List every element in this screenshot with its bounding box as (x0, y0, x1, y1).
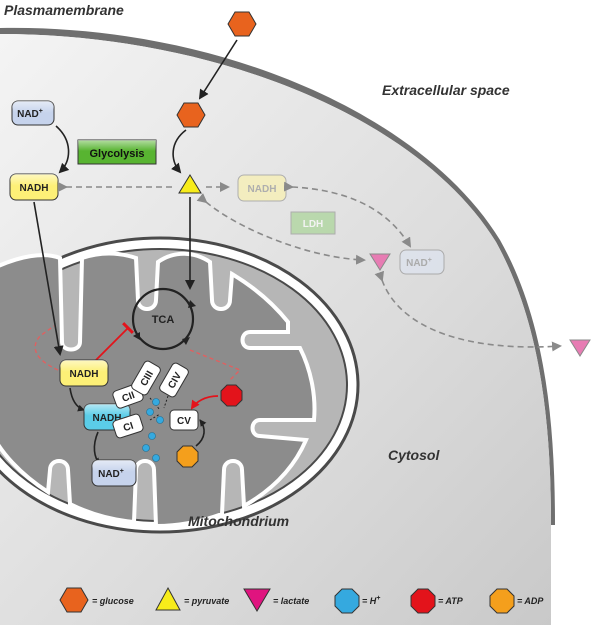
glycolysis-arrow (171, 129, 187, 174)
svg-text:NAD+: NAD+ (98, 468, 124, 480)
complex-cv: CV (169, 409, 199, 431)
legend-atp-icon (410, 588, 436, 614)
complex-civ: CIV (159, 362, 189, 398)
svg-text:LDH: LDH (303, 219, 324, 230)
legend-glucose-label: = glucose (92, 596, 134, 606)
lactate-icon (369, 253, 391, 271)
lactate-export-dashed (374, 270, 562, 352)
tca-cycle: TCA (131, 287, 196, 351)
nad-bottom-box: NAD+ (91, 459, 137, 487)
svg-text:NADH: NADH (20, 183, 49, 194)
glycolysis-box: Glycolysis (77, 139, 157, 165)
complex-ci: CI (112, 413, 144, 439)
svg-text:TCA: TCA (152, 314, 175, 326)
legend-pyruvate-icon (155, 586, 181, 611)
svg-text:NAD+: NAD+ (17, 108, 43, 120)
legend-h-label: = H+ (362, 595, 380, 606)
legend-atp-label: = ATP (438, 596, 464, 606)
svg-text:CII: CII (121, 390, 137, 405)
legend-glucose-icon (59, 587, 89, 613)
svg-text:NADH: NADH (70, 369, 99, 380)
complex-ciii: CIII (131, 360, 161, 396)
legend-h-icon (334, 588, 360, 614)
atp-synthesis-arrow (190, 395, 219, 410)
svg-text:Glycolysis: Glycolysis (89, 148, 144, 160)
extracellular-label: Extracellular space (382, 82, 510, 98)
glucose-icon (176, 102, 206, 128)
nad-top-box: NAD+ (11, 100, 55, 126)
legend-pyruvate-label: = pyruvate (184, 596, 229, 606)
nadh-mito-box: NADH (59, 359, 109, 387)
glucose-uptake-arrow (198, 39, 238, 100)
mitochondrium-label: Mitochondrium (188, 513, 289, 529)
pyruvate-icon (178, 174, 202, 194)
nadh-import-arrow (33, 201, 64, 356)
legend-adp-icon (489, 588, 515, 614)
pyruvate-lactate-dashed (196, 193, 366, 265)
legend-lactate-icon (243, 588, 271, 612)
ldh-box: LDH (290, 211, 336, 235)
proton-icons (142, 398, 164, 462)
svg-text:NADH: NADH (93, 413, 122, 424)
legend-lactate-label: = lactate (273, 596, 309, 606)
legend-adp-label: = ADP (517, 596, 544, 606)
nad-faded-box: NAD+ (399, 249, 445, 275)
plasmamembrane-label: Plasmamembrane (4, 2, 124, 18)
nadh-faded-box: NADH (237, 174, 287, 202)
svg-text:NAD+: NAD+ (406, 257, 432, 269)
nadh-to-ci-arrow (69, 387, 85, 412)
svg-text:NADH: NADH (248, 184, 277, 195)
svg-text:CI: CI (122, 421, 135, 435)
glucose-icon (227, 11, 257, 37)
svg-text:CV: CV (177, 416, 191, 427)
adp-to-cv-arrow (195, 419, 207, 447)
lactate-icon (569, 339, 591, 357)
atp-icon (220, 384, 243, 407)
adp-icon (176, 445, 199, 468)
atp-feedback-dashed (189, 349, 242, 381)
nadh-left-box: NADH (9, 173, 59, 201)
nadh-inhibits-tca (91, 321, 135, 365)
electron-flow-dotted (149, 395, 169, 421)
legend: = glucose = pyruvate = lactate = H+ = AT… (59, 586, 544, 614)
mito-matrix (0, 251, 317, 529)
cytosol-label: Cytosol (388, 447, 440, 463)
nad-to-nadh-arrow (55, 125, 70, 174)
